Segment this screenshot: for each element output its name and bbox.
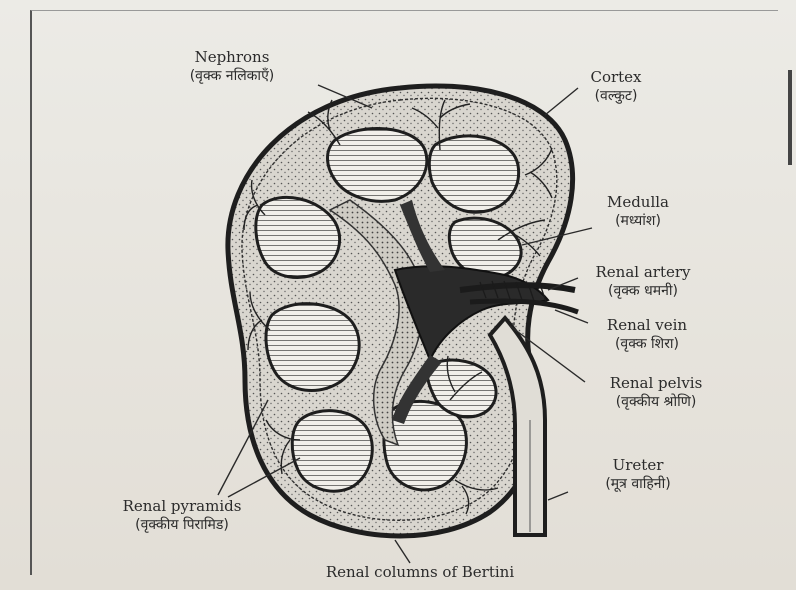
label-renal-columns: Renal columns of Bertini: [280, 563, 560, 582]
label-ureter: Ureter (मूत्र वाहिनी): [568, 456, 708, 494]
label-renal-pelvis-hi: (वृक्कीय श्रोणि): [576, 393, 736, 412]
label-renal-pelvis: Renal pelvis (वृक्कीय श्रोणि): [576, 374, 736, 412]
pyramid-bottom-1: [292, 411, 372, 491]
label-renal-vein-en: Renal vein: [572, 316, 722, 335]
label-ureter-en: Ureter: [568, 456, 708, 475]
label-ureter-hi: (मूत्र वाहिनी): [568, 475, 708, 494]
label-medulla: Medulla (मध्यांश): [578, 193, 698, 231]
label-medulla-hi: (मध्यांश): [578, 212, 698, 231]
label-renal-artery-hi: (वृक्क धमनी): [568, 282, 718, 301]
leader-ureter: [548, 492, 568, 500]
label-renal-pelvis-en: Renal pelvis: [576, 374, 736, 393]
leader-columns: [395, 540, 410, 563]
label-cortex: Cortex (वल्कुट): [556, 68, 676, 106]
label-medulla-en: Medulla: [578, 193, 698, 212]
label-renal-pyramids: Renal pyramids (वृक्कीय पिरामिड): [92, 497, 272, 535]
label-renal-artery-en: Renal artery: [568, 263, 718, 282]
label-renal-pyramids-en: Renal pyramids: [92, 497, 272, 516]
label-renal-artery: Renal artery (वृक्क धमनी): [568, 263, 718, 301]
label-renal-columns-en: Renal columns of Bertini: [280, 563, 560, 582]
label-nephrons-hi: (वृक्क नलिकाएँ): [152, 67, 312, 86]
label-nephrons-en: Nephrons: [152, 48, 312, 67]
pyramid-left-2: [266, 304, 359, 391]
label-renal-vein: Renal vein (वृक्क शिरा): [572, 316, 722, 354]
label-cortex-hi: (वल्कुट): [556, 87, 676, 106]
label-cortex-en: Cortex: [556, 68, 676, 87]
label-renal-vein-hi: (वृक्क शिरा): [572, 335, 722, 354]
label-renal-pyramids-hi: (वृक्कीय पिरामिड): [92, 516, 272, 535]
label-nephrons: Nephrons (वृक्क नलिकाएँ): [152, 48, 312, 86]
